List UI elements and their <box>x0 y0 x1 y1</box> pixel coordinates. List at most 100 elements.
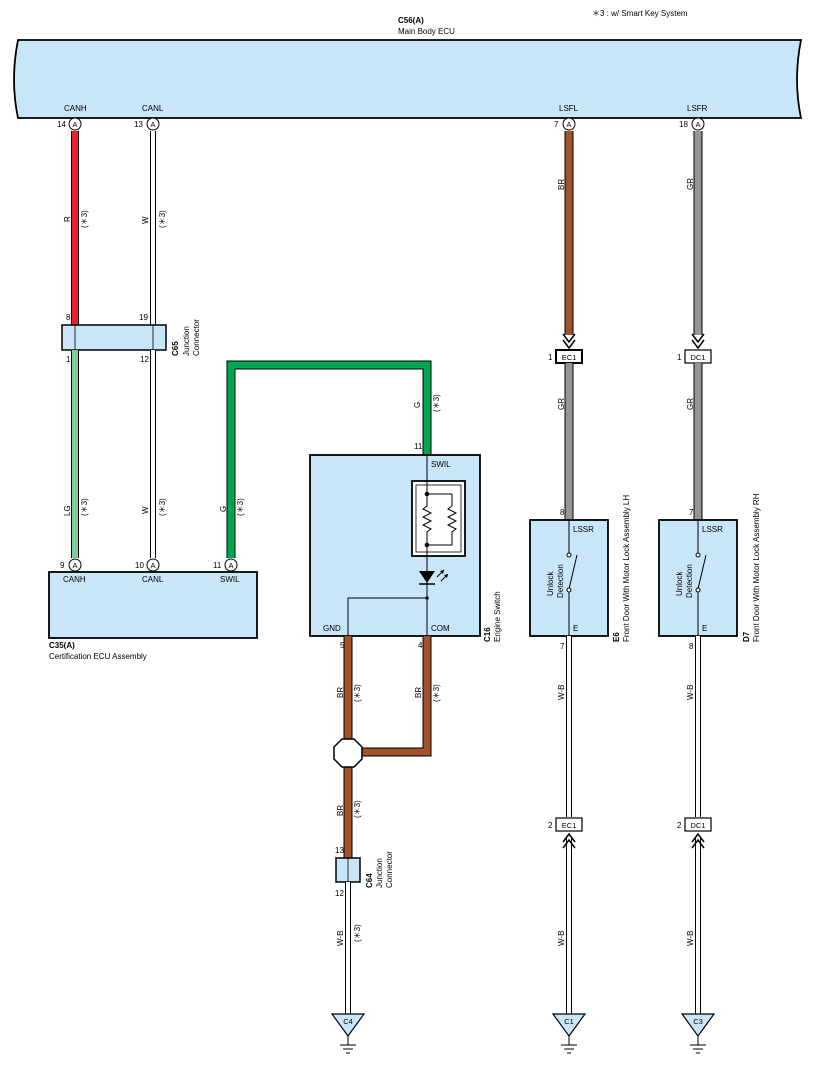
option-mark: (＊3) <box>432 394 441 412</box>
e6-label-lssr: LSSR <box>573 525 594 534</box>
c64-code: C64 <box>365 873 374 888</box>
ecu-pin-label-canh: CANH <box>64 104 87 113</box>
wire-swil-g-fill <box>227 361 431 558</box>
dc1-top-num: 1 <box>677 353 682 362</box>
wire-label-canh-lower: LG <box>63 505 72 516</box>
c65-pin-19: 19 <box>139 313 148 322</box>
wire-label-br: BR <box>414 687 423 698</box>
c65-name-1: Junction <box>182 326 191 356</box>
wire-label-after-joint: BR <box>336 805 345 816</box>
c16-label-com: COM <box>431 624 450 633</box>
ecu-pin-label-lsfl: LSFL <box>559 104 579 113</box>
ground-icon <box>561 1036 577 1054</box>
d7-pin-bottom: 8 <box>689 642 694 651</box>
wire-label-lsfr-mid: GR <box>686 398 695 410</box>
wire-label-dc1-lower: W-B <box>686 931 695 946</box>
c35-pin-conn-canh: A <box>72 561 77 570</box>
ecu-pin-label-lsfr: LSFR <box>687 104 708 113</box>
c35-pin-conn-canl: A <box>150 561 155 570</box>
wire-label-e6-lower: W-B <box>557 685 566 700</box>
wire-label-gr: GR <box>686 178 695 190</box>
option-mark-canl-lower: (＊3) <box>158 498 167 516</box>
c65-code-text: C65 <box>171 341 180 356</box>
unlock-switch-icon-rh <box>695 520 707 636</box>
wire-label-g: G <box>413 402 422 408</box>
c35-pin-canl: 10 A <box>135 558 160 572</box>
c35-name: Certification ECU Assembly <box>49 652 147 661</box>
wire-label-gr: GR <box>557 398 566 410</box>
e6-switch-label1: Unlock <box>546 571 555 596</box>
ground-c3-label: C3 <box>693 1017 703 1026</box>
c64-pin-12: 12 <box>335 889 344 898</box>
ground-c1-label: C1 <box>564 1017 574 1026</box>
c65-pin-12: 12 <box>140 355 149 364</box>
e6-name: Front Door With Motor Lock Assembly LH <box>622 495 631 642</box>
ecu-pin-num-lsfl: 7 <box>554 120 559 129</box>
ecu-pin-num-canl: 13 <box>134 120 143 129</box>
wire-label-wb: W-B <box>557 685 566 700</box>
option-mark: (＊3) <box>158 210 167 228</box>
wire-label-lsfl-mid: GR <box>557 398 566 410</box>
wire-label-wb: W-B <box>686 931 695 946</box>
ecu-pin-lsfl: 7 A <box>554 117 576 131</box>
main-body-ecu-box <box>13 39 803 119</box>
c65-junction-connector <box>61 324 167 351</box>
wire-label-ec1-lower: W-B <box>557 931 566 946</box>
c64-pin-13: 13 <box>335 846 344 855</box>
ground-c3: C3 <box>680 1013 716 1054</box>
c64-name-1: Junction <box>375 858 384 888</box>
d7-name: Front Door With Motor Lock Assembly RH <box>752 493 761 642</box>
wire-label-br: BR <box>557 179 566 190</box>
wire-label-wb: W-B <box>686 685 695 700</box>
e6-switch-label2: Detection <box>556 564 565 598</box>
dc1-top-arrow-icon <box>691 333 705 350</box>
wire-label-lsfl-upper: BR <box>557 179 566 190</box>
dc1-bottom-label: DC1 <box>690 821 705 830</box>
option-mark-canh-upper: (＊3) <box>80 210 89 228</box>
c64-name-2: Connector <box>385 851 394 888</box>
ground-c1: C1 <box>551 1013 587 1054</box>
d7-label-e: E <box>702 624 707 633</box>
wire-label-gr: GR <box>686 398 695 410</box>
ec1-bottom-label: EC1 <box>562 821 577 830</box>
unlock-switch-icon-lh <box>566 520 578 636</box>
legend-note: ＊3 : w/ Smart Key System <box>592 9 688 18</box>
wire-label-d7-lower: W-B <box>686 685 695 700</box>
c35-pin-num-swil: 11 <box>213 561 222 570</box>
c65-name-line1: Junction <box>182 326 191 356</box>
wire-label-canh-upper: R <box>63 216 72 222</box>
dc1-bottom-num: 2 <box>677 821 682 830</box>
c65-pin-8: 8 <box>66 313 71 322</box>
wire-label-c64-lower: W-B <box>336 931 345 946</box>
c16-name-text: Engine Switch <box>493 591 502 642</box>
option-mark: (＊3) <box>158 498 167 516</box>
ecu-pin-num-canh: 14 <box>57 120 66 129</box>
ecu-pin-canh: 14 A <box>57 117 82 131</box>
option-mark: (＊3) <box>353 800 362 818</box>
ecu-pin-conn-lsfl: A <box>566 120 571 129</box>
wire-label-com: BR <box>414 687 423 698</box>
option-mark-gnd: (＊3) <box>353 684 362 702</box>
option-mark: (＊3) <box>353 684 362 702</box>
d7-name-text: Front Door With Motor Lock Assembly RH <box>752 493 761 642</box>
option-mark-com: (＊3) <box>432 684 441 702</box>
ecu-pin-conn-canh: A <box>72 120 77 129</box>
c35-code: C35(A) <box>49 641 75 650</box>
ecu-pin-num-lsfr: 18 <box>679 120 688 129</box>
e6-code: E6 <box>612 632 621 642</box>
c16-label-swil: SWIL <box>431 460 451 469</box>
c35-pin-num-canl: 10 <box>135 561 144 570</box>
ec1-top-arrow-icon <box>562 333 576 350</box>
c35-pin-swil: 11 A <box>213 558 238 572</box>
ecu-pin-canl: 13 A <box>134 117 160 131</box>
ecu-name: Main Body ECU <box>398 27 455 36</box>
wire-label-wb: W-B <box>557 931 566 946</box>
e6-label-e: E <box>573 624 578 633</box>
ecu-code: C56(A) <box>398 16 424 25</box>
dc1-top-label: DC1 <box>690 353 705 362</box>
c65-name-line2: Connector <box>192 319 201 356</box>
d7-switch-label1: Unlock <box>675 571 684 596</box>
option-mark-swil-right: (＊3) <box>432 394 441 412</box>
wire-label-canl-upper: W <box>141 216 150 224</box>
